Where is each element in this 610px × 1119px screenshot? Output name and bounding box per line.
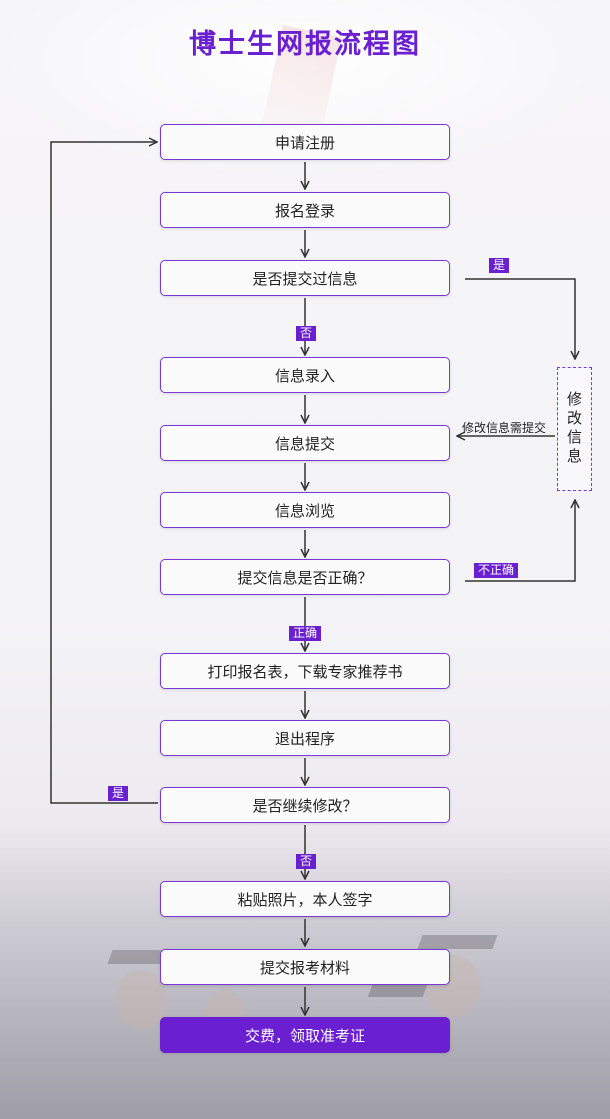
- step-submit-materials: 提交报考材料: [160, 949, 450, 985]
- modify-info-label: 修改信息: [565, 391, 583, 467]
- step-register: 申请注册: [160, 124, 450, 160]
- step-correct-decision: 提交信息是否正确？: [160, 559, 450, 595]
- step-photo-sign: 粘贴照片，本人签字: [160, 881, 450, 917]
- step-continue-decision: 是否继续修改？: [160, 787, 450, 823]
- step-info-browse: 信息浏览: [160, 492, 450, 528]
- arrow-incorrect-to-modify: [465, 500, 575, 582]
- label-continue-yes: 是: [108, 786, 129, 801]
- label-submitted-yes: 是: [489, 258, 510, 273]
- step-login: 报名登录: [160, 192, 450, 228]
- step-exit: 退出程序: [160, 720, 450, 756]
- step-submitted-decision: 是否提交过信息: [160, 260, 450, 296]
- step-info-submit: 信息提交: [160, 425, 450, 461]
- modify-info-note: 修改信息需提交: [462, 421, 547, 435]
- label-correct: 正确: [289, 626, 322, 641]
- step-info-entry: 信息录入: [160, 357, 450, 393]
- label-submitted-no: 否: [296, 326, 317, 341]
- arrow-yes-to-modify: [465, 278, 575, 359]
- page-title: 博士生网报流程图: [189, 29, 421, 60]
- step-print-form: 打印报名表，下载专家推荐书: [160, 653, 450, 689]
- arrow-loop-back: [50, 142, 158, 804]
- step-pay-admission: 交费，领取准考证: [160, 1017, 450, 1053]
- graduate-head-shape: [115, 970, 167, 1030]
- modify-info-box: 修改信息: [557, 367, 592, 491]
- label-incorrect: 不正确: [474, 563, 519, 578]
- label-continue-no: 否: [296, 854, 317, 869]
